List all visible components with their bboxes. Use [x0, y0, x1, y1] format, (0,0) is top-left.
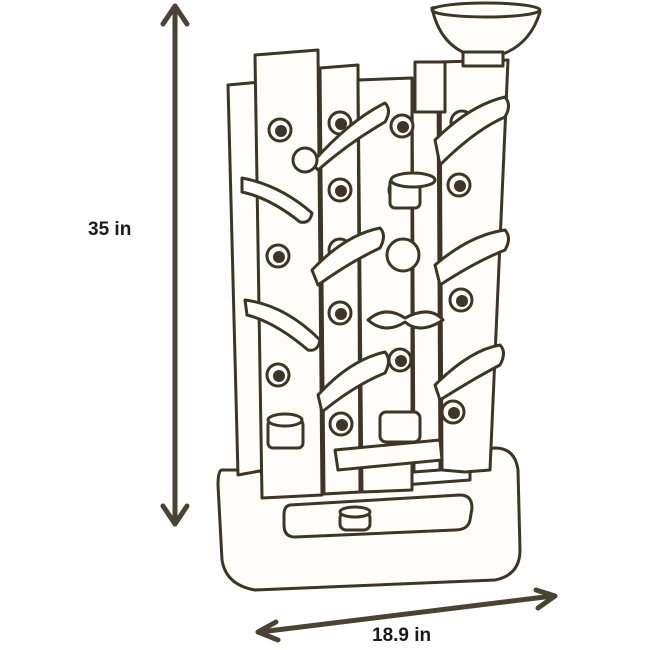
peg-hole-inner [275, 125, 287, 137]
peg-hole-inner [397, 121, 409, 133]
peg-hole-inner [335, 118, 347, 130]
height-label: 35 in [88, 219, 132, 240]
width-arrow [255, 587, 558, 643]
peg-hole-inner [335, 185, 347, 197]
base-tray [216, 446, 522, 592]
peg-hole-inner [336, 419, 348, 431]
width-label: 18.9 in [372, 625, 432, 646]
peg-hole-inner [335, 308, 347, 320]
peg-hole-inner [273, 251, 285, 263]
peg-hole-inner [456, 295, 468, 307]
peg-hole-inner [454, 180, 466, 192]
height-arrow [160, 3, 190, 527]
ramps [240, 95, 510, 472]
peg-hole-inner [448, 407, 460, 419]
peg-hole-inner [395, 355, 407, 367]
peg-hole-inner [273, 370, 285, 382]
